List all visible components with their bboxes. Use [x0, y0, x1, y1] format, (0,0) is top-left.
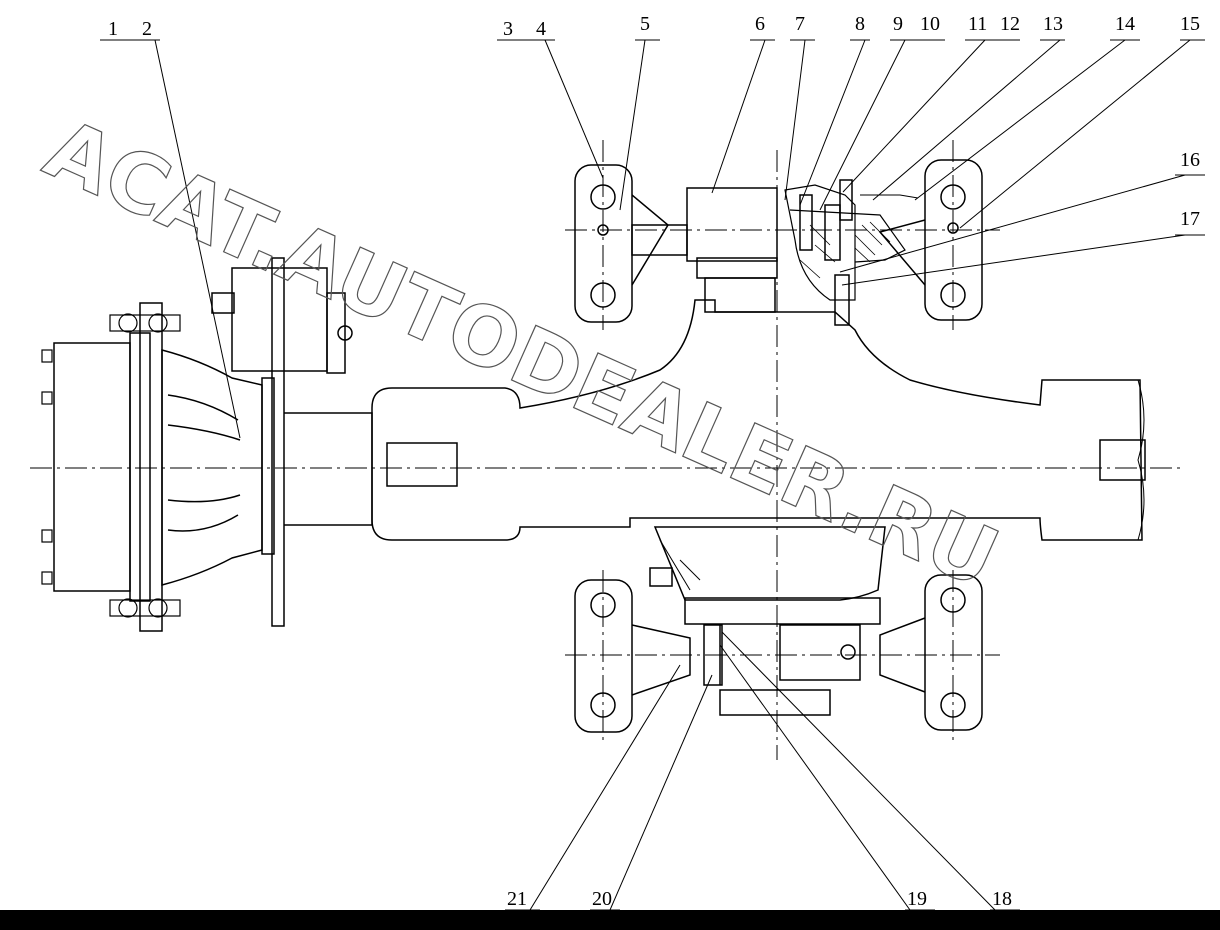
centre-lines	[30, 140, 1180, 760]
axle-assembly-drawing: 1 2 3 4 5 6 7 8 9 10 11 12 13 14 15 16 1…	[30, 13, 1205, 911]
axle-housing	[284, 299, 1146, 625]
callout-6: 6	[755, 13, 765, 35]
callout-labels: 1 2 3 4 5 6 7 8 9 10 11 12 13 14 15 16 1…	[108, 13, 1200, 910]
callout-7: 7	[795, 13, 805, 35]
callout-10: 10	[920, 13, 940, 35]
footer-bar	[0, 910, 1220, 930]
callout-9: 9	[893, 13, 903, 35]
callout-19: 19	[907, 888, 927, 910]
callout-5: 5	[640, 13, 650, 35]
callout-2: 2	[142, 18, 152, 40]
callout-4: 4	[536, 18, 546, 40]
callout-3: 3	[503, 18, 513, 40]
callout-16: 16	[1180, 149, 1200, 171]
callout-21: 21	[507, 888, 527, 910]
callout-18: 18	[992, 888, 1012, 910]
left-hub-brake	[41, 257, 353, 632]
callout-1: 1	[108, 18, 118, 40]
leader-lines	[100, 39, 1205, 911]
callout-8: 8	[855, 13, 865, 35]
callout-12: 12	[1000, 13, 1020, 35]
callout-17: 17	[1180, 208, 1200, 230]
callout-11: 11	[968, 13, 987, 35]
callout-13: 13	[1043, 13, 1063, 35]
callout-20: 20	[592, 888, 612, 910]
upper-trunnion	[574, 159, 983, 326]
callout-14: 14	[1115, 13, 1135, 35]
lower-trunnion	[574, 574, 983, 733]
callout-15: 15	[1180, 13, 1200, 35]
